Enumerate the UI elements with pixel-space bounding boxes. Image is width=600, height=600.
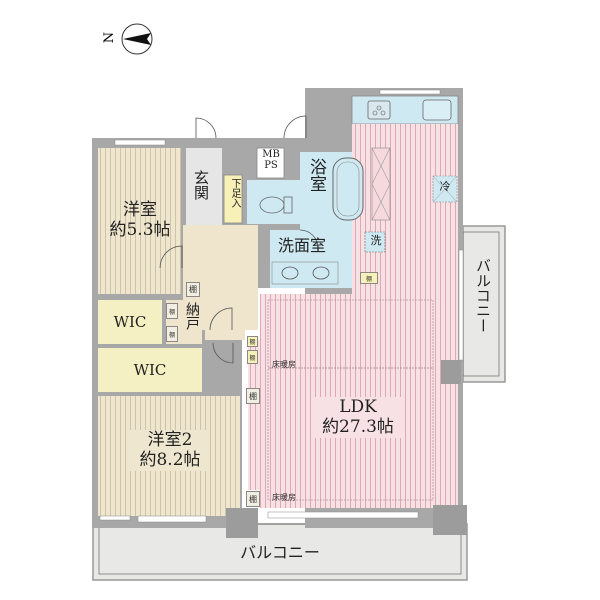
room-name: LDK <box>339 397 377 417</box>
room-name: 洋室 <box>123 200 157 220</box>
shoe-closet: 下足入 <box>229 178 240 208</box>
wic-1: WIC <box>113 313 147 331</box>
room-size: 約27.3帖 <box>322 417 394 438</box>
balcony-side: バルコニー <box>474 258 492 333</box>
floor-heating-label-2: 床暖房 <box>272 493 296 502</box>
shelf-corridor-2: 棚 <box>247 350 258 364</box>
washroom: 洗面室 <box>278 236 327 255</box>
shelf-washroom: 棚 <box>360 272 378 284</box>
shelf-storage-bottom: 棚 <box>166 326 178 342</box>
balcony-bottom: バルコニー <box>240 543 320 562</box>
shelf-corridor-1: 棚 <box>247 336 258 347</box>
floor-heating-label-1: 床暖房 <box>272 360 296 369</box>
north-arrow-icon <box>121 23 153 55</box>
ldk: LDK 約27.3帖 <box>312 397 404 438</box>
shelf-storage-top: 棚 <box>166 303 178 319</box>
washer-space: 洗 <box>370 234 382 247</box>
bathroom: 浴室 <box>306 158 326 192</box>
storage: 納戸 <box>184 302 200 330</box>
western-room-2: 洋室2 約8.2帖 <box>130 430 210 471</box>
shelf-corridor-3: 棚 <box>246 388 260 404</box>
entrance: 玄関 <box>192 170 210 200</box>
western-room-1: 洋室 約5.3帖 <box>100 200 180 241</box>
north-label: N <box>102 31 118 44</box>
fridge-space: 冷 <box>439 180 451 193</box>
room-size: 約8.2帖 <box>139 450 201 471</box>
north-compass: N <box>102 23 156 55</box>
shelf-hall: 棚 <box>186 282 200 297</box>
wic-2: WIC <box>133 361 167 379</box>
shelf-corridor-4: 棚 <box>246 491 260 507</box>
room-name: 洋室2 <box>147 430 193 450</box>
mbps: MB PS <box>262 149 280 171</box>
room-size: 約5.3帖 <box>109 220 171 241</box>
